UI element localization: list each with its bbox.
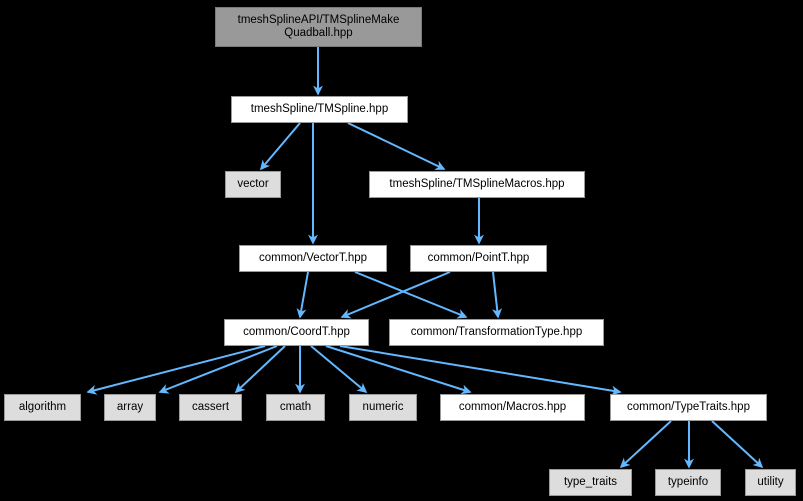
graph-edge-coordt-to-array — [158, 345, 278, 394]
graph-node-pointt[interactable]: common/PointT.hpp — [410, 245, 547, 272]
graph-edge-coordt-to-numeric — [310, 345, 368, 394]
graph-node-algorithm[interactable]: algorithm — [4, 394, 81, 421]
graph-edge-coordt-to-macros — [325, 345, 472, 395]
graph-node-typetraits[interactable]: common/TypeTraits.hpp — [610, 394, 767, 421]
graph-edge-typetraits-to-type_traits — [619, 420, 672, 469]
graph-node-macros_h[interactable]: tmeshSpline/TMSplineMacros.hpp — [369, 171, 585, 198]
graph-edge-vectort-to-coordt — [296, 271, 309, 319]
graph-edge-typetraits-to-utility — [711, 420, 764, 469]
graph-node-vectort[interactable]: common/VectorT.hpp — [239, 245, 387, 272]
graph-node-coordt[interactable]: common/CoordT.hpp — [224, 319, 369, 346]
graph-edge-tmspline-to-macros_h — [347, 122, 446, 170]
graph-edge-vectort-to-transform — [354, 271, 468, 319]
graph-node-macros[interactable]: common/Macros.hpp — [440, 394, 585, 421]
graph-node-numeric[interactable]: numeric — [349, 394, 417, 421]
graph-edge-pointt-to-coordt — [340, 271, 451, 319]
graph-node-tmspline[interactable]: tmeshSpline/TMSpline.hpp — [231, 96, 408, 123]
graph-node-utility[interactable]: utility — [745, 469, 796, 496]
graph-node-vector[interactable]: vector — [225, 171, 281, 198]
graph-node-array[interactable]: array — [104, 394, 156, 421]
graph-node-cassert[interactable]: cassert — [179, 394, 242, 421]
graph-edge-tmspline-to-vector — [259, 122, 301, 171]
graph-node-type_traits[interactable]: type_traits — [549, 469, 632, 496]
graph-edge-coordt-to-typetraits — [339, 345, 622, 396]
graph-edge-coordt-to-cassert — [234, 345, 286, 394]
graph-node-transform[interactable]: common/TransformationType.hpp — [389, 319, 604, 346]
graph-node-typeinfo[interactable]: typeinfo — [655, 469, 721, 496]
graph-node-cmath[interactable]: cmath — [266, 394, 325, 421]
graph-edge-pointt-to-transform — [492, 271, 503, 319]
graph-edge-coordt-to-algorithm — [86, 345, 266, 395]
graph-node-root[interactable]: tmeshSplineAPI/TMSplineMake Quadball.hpp — [215, 7, 422, 47]
